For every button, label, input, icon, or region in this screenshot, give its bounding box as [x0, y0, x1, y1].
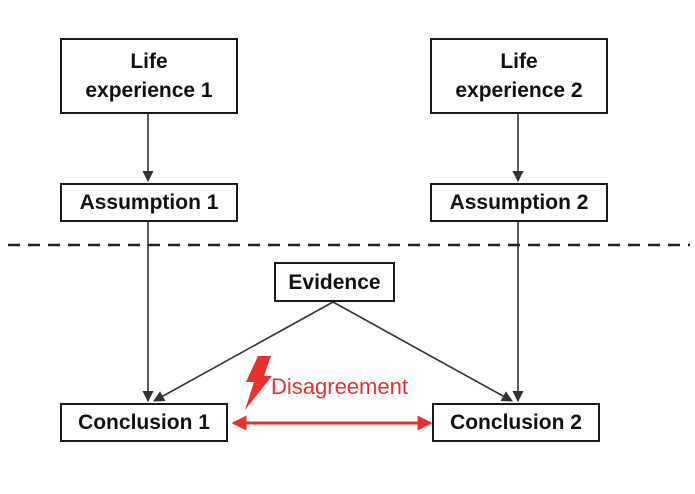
- lightning-bolt-icon: [245, 356, 272, 410]
- life-experience-1-box: Life experience 1: [60, 38, 238, 114]
- disagreement-label: Disagreement: [271, 374, 408, 399]
- assumption-2-box: Assumption 2: [430, 183, 608, 222]
- evidence-box: Evidence: [274, 262, 395, 302]
- conclusion-1-box: Conclusion 1: [60, 403, 228, 442]
- assumption-1-box: Assumption 1: [60, 183, 238, 222]
- conclusion-2-box: Conclusion 2: [432, 403, 600, 442]
- arrow-evidence-to-conclusion1: [153, 301, 334, 402]
- life-experience-2-box: Life experience 2: [430, 38, 608, 114]
- arrow-evidence-to-conclusion2: [332, 301, 513, 402]
